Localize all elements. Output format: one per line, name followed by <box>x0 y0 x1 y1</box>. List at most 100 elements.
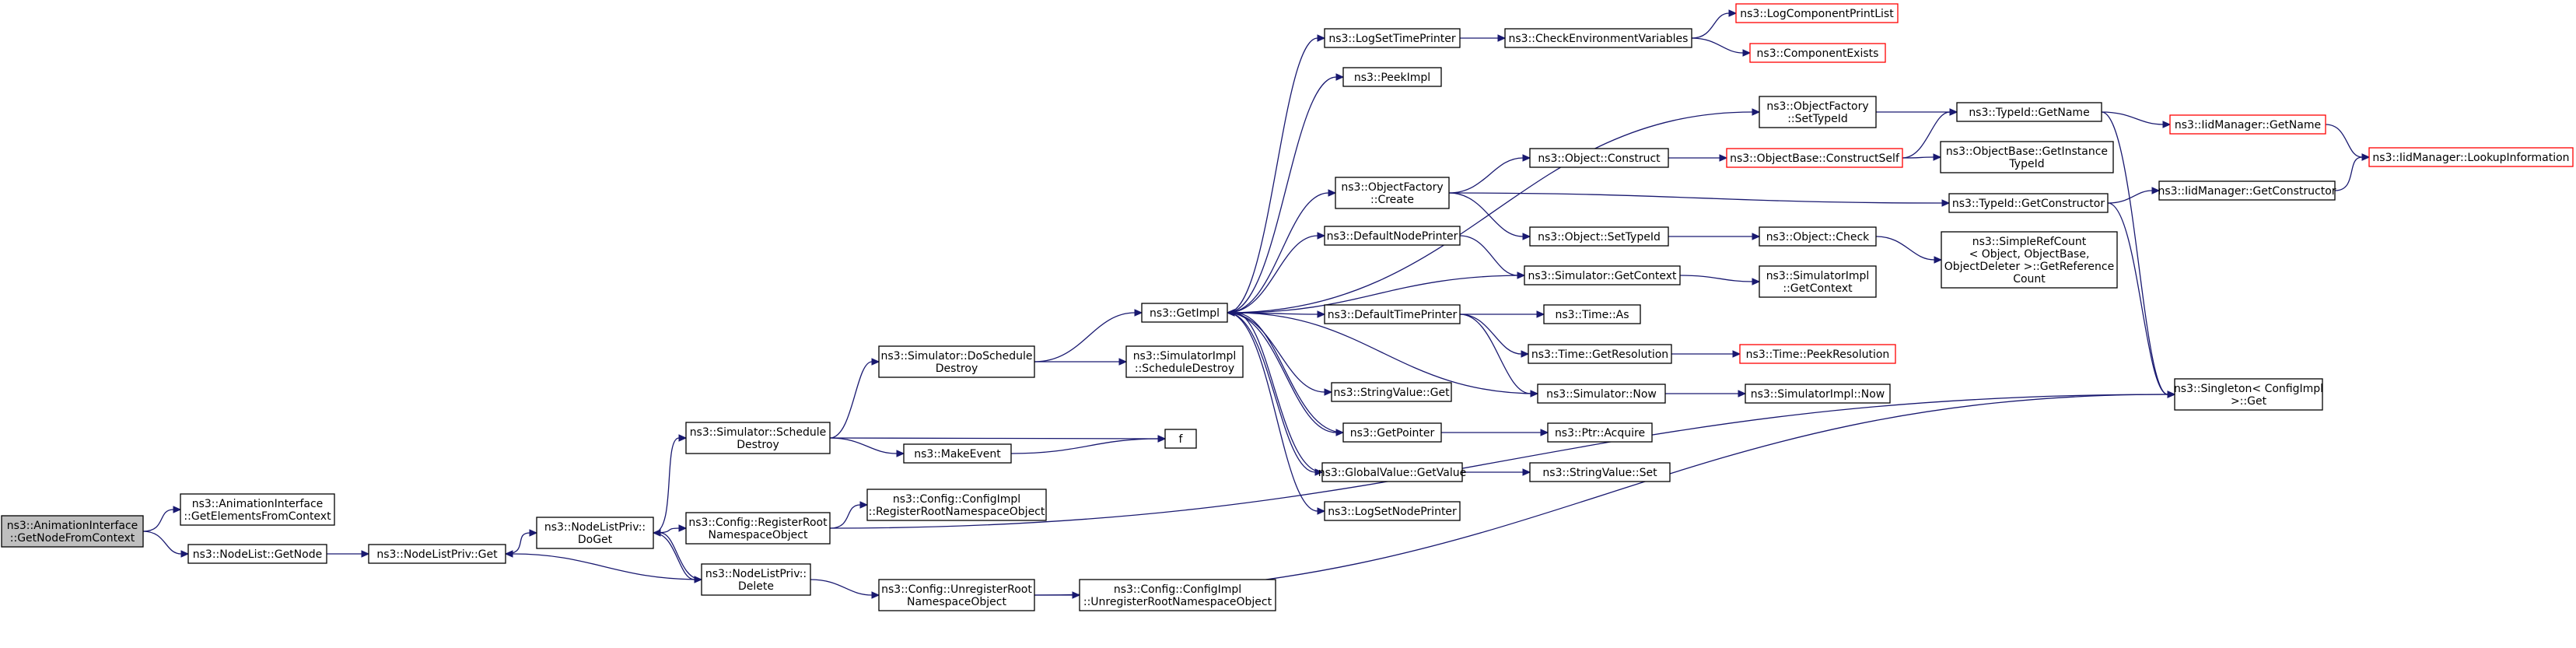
node-box <box>1524 265 1681 285</box>
node-box <box>701 563 811 596</box>
node-check-env-vars[interactable]: ns3::CheckEnvironmentVariables <box>1504 28 1692 48</box>
node-string-value-get[interactable]: ns3::StringValue::Get <box>1331 382 1452 402</box>
edge-arrowhead <box>1317 232 1326 240</box>
edge-line <box>2107 190 2153 204</box>
node-log-component-print-list[interactable]: ns3::LogComponentPrintList <box>1735 3 1899 23</box>
node-root[interactable]: ns3::AnimationInterface::GetNodeFromCont… <box>1 515 144 548</box>
node-log-set-time-printer[interactable]: ns3::LogSetTimePrinter <box>1324 28 1461 48</box>
edge-line <box>1459 313 1522 355</box>
node-box <box>1331 382 1452 402</box>
node-box <box>1504 28 1692 48</box>
edge-arrowhead <box>871 591 880 599</box>
node-peek-impl[interactable]: ns3::PeekImpl <box>1342 67 1442 87</box>
node-f[interactable]: f <box>1164 429 1197 449</box>
node-log-set-node-printer[interactable]: ns3::LogSetNodePrinter <box>1324 501 1461 521</box>
edge-nlpDelete-to-cfgUnregRoot <box>810 579 880 599</box>
edge-line <box>829 437 1159 440</box>
node-time-peek-resolution[interactable]: ns3::Time::PeekResolution <box>1739 344 1896 364</box>
node-nlp-delete[interactable]: ns3::NodeListPriv::Delete <box>701 563 811 596</box>
node-cfg-impl-reg[interactable]: ns3::Config::ConfigImpl::RegisterRootNam… <box>866 489 1047 521</box>
edge-line <box>142 531 182 555</box>
node-sim-impl-now[interactable]: ns3::SimulatorImpl::Now <box>1745 384 1891 404</box>
edge-simGetContext-to-simImplGetContext <box>1679 275 1761 285</box>
edge-arrowhead <box>1317 34 1326 42</box>
node-node-list-get-node[interactable]: ns3::NodeList::GetNode <box>187 544 327 564</box>
edge-arrowhead <box>1157 435 1167 443</box>
node-object-construct[interactable]: ns3::Object::Construct <box>1529 148 1669 168</box>
node-obj-fact-set-type-id[interactable]: ns3::ObjectFactory::SetTypeId <box>1759 96 1877 128</box>
edge-defaultTimePrinter-to-timeAs <box>1459 310 1545 318</box>
node-sim-impl-get-context[interactable]: ns3::SimulatorImpl::GetContext <box>1759 265 1877 298</box>
node-string-value-set[interactable]: ns3::StringValue::Set <box>1529 462 1671 482</box>
node-object-set-type-id[interactable]: ns3::Object::SetTypeId <box>1529 226 1669 247</box>
edge-arrowhead <box>1949 108 1958 116</box>
edge-getPointer-to-ptrAcquire <box>1441 429 1549 436</box>
node-box <box>1529 226 1669 247</box>
node-object-check[interactable]: ns3::Object::Check <box>1759 226 1877 247</box>
node-cfg-unreg-root[interactable]: ns3::Config::UnregisterRootNamespaceObje… <box>878 579 1035 611</box>
node-iid-lookup[interactable]: ns3::IidManager::LookupInformation <box>2368 147 2574 167</box>
node-get-elements[interactable]: ns3::AnimationInterface::GetElementsFrom… <box>180 493 335 526</box>
edge-line <box>1234 275 1525 313</box>
node-label: ns3::SimpleRefCount <box>1972 236 2087 248</box>
edge-arrowhead <box>1328 189 1337 197</box>
node-sim-sched-destroy[interactable]: ns3::Simulator::ScheduleDestroy <box>685 422 831 454</box>
node-sim-impl-sched-destroy[interactable]: ns3::SimulatorImpl::ScheduleDestroy <box>1125 345 1244 378</box>
node-box <box>1342 67 1442 87</box>
node-singleton-get[interactable]: ns3::Singleton< ConfigImpl >::Get <box>2174 378 2323 411</box>
node-label: ns3::DefaultTimePrinter <box>1328 309 1458 321</box>
node-nlp-do-get[interactable]: ns3::NodeListPriv::DoGet <box>536 517 654 549</box>
node-box <box>866 489 1047 521</box>
node-simple-ref-count[interactable]: ns3::SimpleRefCount< Object, ObjectBase,… <box>1941 231 2118 289</box>
edge-objFactSetTypeId-to-typeIdGetName <box>1876 108 1958 116</box>
node-label: ::GetContext <box>1783 282 1853 295</box>
node-type-id-get-name[interactable]: ns3::TypeId::GetName <box>1956 102 2102 122</box>
node-default-time-printer[interactable]: ns3::DefaultTimePrinter <box>1324 304 1461 324</box>
edge-line <box>660 532 702 580</box>
edge-globalValueGetValue-to-getImpl <box>1226 309 1323 473</box>
node-label: ns3::TypeId::GetConstructor <box>1952 198 2105 210</box>
node-label: ns3::SimulatorImpl <box>1133 350 1237 363</box>
node-obj-base-construct-self[interactable]: ns3::ObjectBase::ConstructSelf <box>1726 148 1903 168</box>
edge-arrowhead <box>1934 256 1943 264</box>
node-box <box>2158 180 2336 201</box>
node-global-value-get-value[interactable]: ns3::GlobalValue::GetValue <box>1318 462 1466 482</box>
node-sim-now[interactable]: ns3::Simulator::Now <box>1537 384 1666 404</box>
node-box <box>1324 226 1461 246</box>
node-iid-get-constructor[interactable]: ns3::IidManager::GetConstructor <box>2158 180 2336 201</box>
edge-arrowhead <box>361 550 370 558</box>
node-time-get-resolution[interactable]: ns3::Time::GetResolution <box>1528 344 1672 364</box>
node-label: ns3::ObjectFactory <box>1341 181 1443 194</box>
edge-cfgRegRoot-to-cfgImplReg <box>829 501 869 529</box>
node-obj-fact-create[interactable]: ns3::ObjectFactory::Create <box>1335 177 1450 209</box>
node-label: ns3::Object::Construct <box>1538 152 1661 165</box>
node-nlp-get[interactable]: ns3::NodeListPriv::Get <box>368 544 506 564</box>
node-make-event[interactable]: ns3::MakeEvent <box>903 443 1012 464</box>
node-label: ns3::NodeList::GetNode <box>193 548 322 561</box>
edge-getImpl-to-defaultNodePrinter <box>1227 232 1326 313</box>
node-label: DoGet <box>578 534 613 546</box>
node-box <box>1164 429 1197 449</box>
edge-arrowhead <box>1324 388 1333 396</box>
edge-line <box>2101 111 2168 395</box>
node-cfg-impl-unreg[interactable]: ns3::Config::ConfigImpl::UnregisterRootN… <box>1079 579 1276 611</box>
node-time-as[interactable]: ns3::Time::As <box>1543 304 1641 324</box>
node-get-impl[interactable]: ns3::GetImpl <box>1141 303 1228 323</box>
node-type-id-get-constructor[interactable]: ns3::TypeId::GetConstructor <box>1948 193 2109 213</box>
edge-line <box>1459 235 1518 276</box>
node-default-node-printer[interactable]: ns3::DefaultNodePrinter <box>1324 226 1461 246</box>
edge-line <box>1679 275 1753 282</box>
node-cfg-reg-root[interactable]: ns3::Config::RegisterRootNamespaceObject <box>685 512 831 545</box>
node-box <box>1537 384 1666 404</box>
node-component-exists[interactable]: ns3::ComponentExists <box>1749 43 1886 63</box>
node-ptr-acquire[interactable]: ns3::Ptr::Acquire <box>1547 422 1653 443</box>
node-get-pointer[interactable]: ns3::GetPointer <box>1342 422 1442 443</box>
edge-line <box>1234 312 1344 433</box>
node-label: ns3::GetImpl <box>1150 307 1220 320</box>
node-iid-get-name[interactable]: ns3::IidManager::GetName <box>2169 114 2326 135</box>
node-label: NamespaceObject <box>709 529 808 541</box>
node-label: ns3::LogComponentPrintList <box>1740 8 1894 20</box>
node-sim-get-context[interactable]: ns3::Simulator::GetContext <box>1524 265 1681 285</box>
